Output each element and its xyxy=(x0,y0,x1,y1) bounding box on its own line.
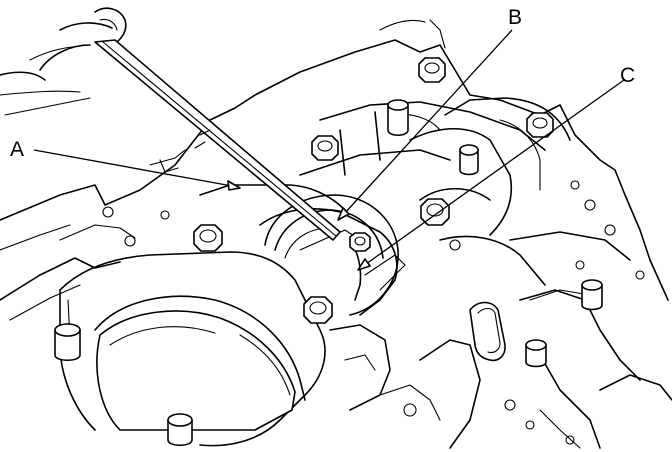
stud xyxy=(525,339,547,368)
bolt-head xyxy=(311,135,339,161)
leader-line-a xyxy=(33,149,233,187)
stud xyxy=(54,323,81,362)
bolt-head xyxy=(349,232,371,252)
bolt-head xyxy=(420,198,450,226)
leader-arrow-c xyxy=(357,258,371,271)
callout-label-a: A xyxy=(10,138,24,161)
leader-line-b xyxy=(343,29,513,215)
bolt-head xyxy=(193,224,223,252)
bolt-head xyxy=(303,296,333,324)
stud-group xyxy=(54,99,603,447)
leader-line-c xyxy=(365,79,625,265)
block-right-ribs xyxy=(329,180,672,449)
hand xyxy=(0,7,127,81)
block-outline xyxy=(0,19,669,301)
main-bearing-cap-front xyxy=(59,251,326,447)
feeler-gauge xyxy=(94,39,341,241)
stud xyxy=(167,413,193,447)
stud xyxy=(459,144,479,176)
leader-arrow-a xyxy=(227,180,241,191)
stud xyxy=(581,279,603,311)
callout-label-c: C xyxy=(620,64,635,87)
oil-passage-oval xyxy=(469,301,506,362)
callout-label-b: B xyxy=(508,6,522,29)
stud xyxy=(387,99,409,137)
main-bearing-cap-second xyxy=(199,101,546,316)
leader-arrow-b xyxy=(337,207,350,221)
block-flange-left xyxy=(0,206,170,321)
main-bearing-cap-rear xyxy=(409,97,631,301)
leader-lines xyxy=(33,29,625,271)
bolt-group xyxy=(193,57,554,324)
bolt-head xyxy=(418,57,446,83)
